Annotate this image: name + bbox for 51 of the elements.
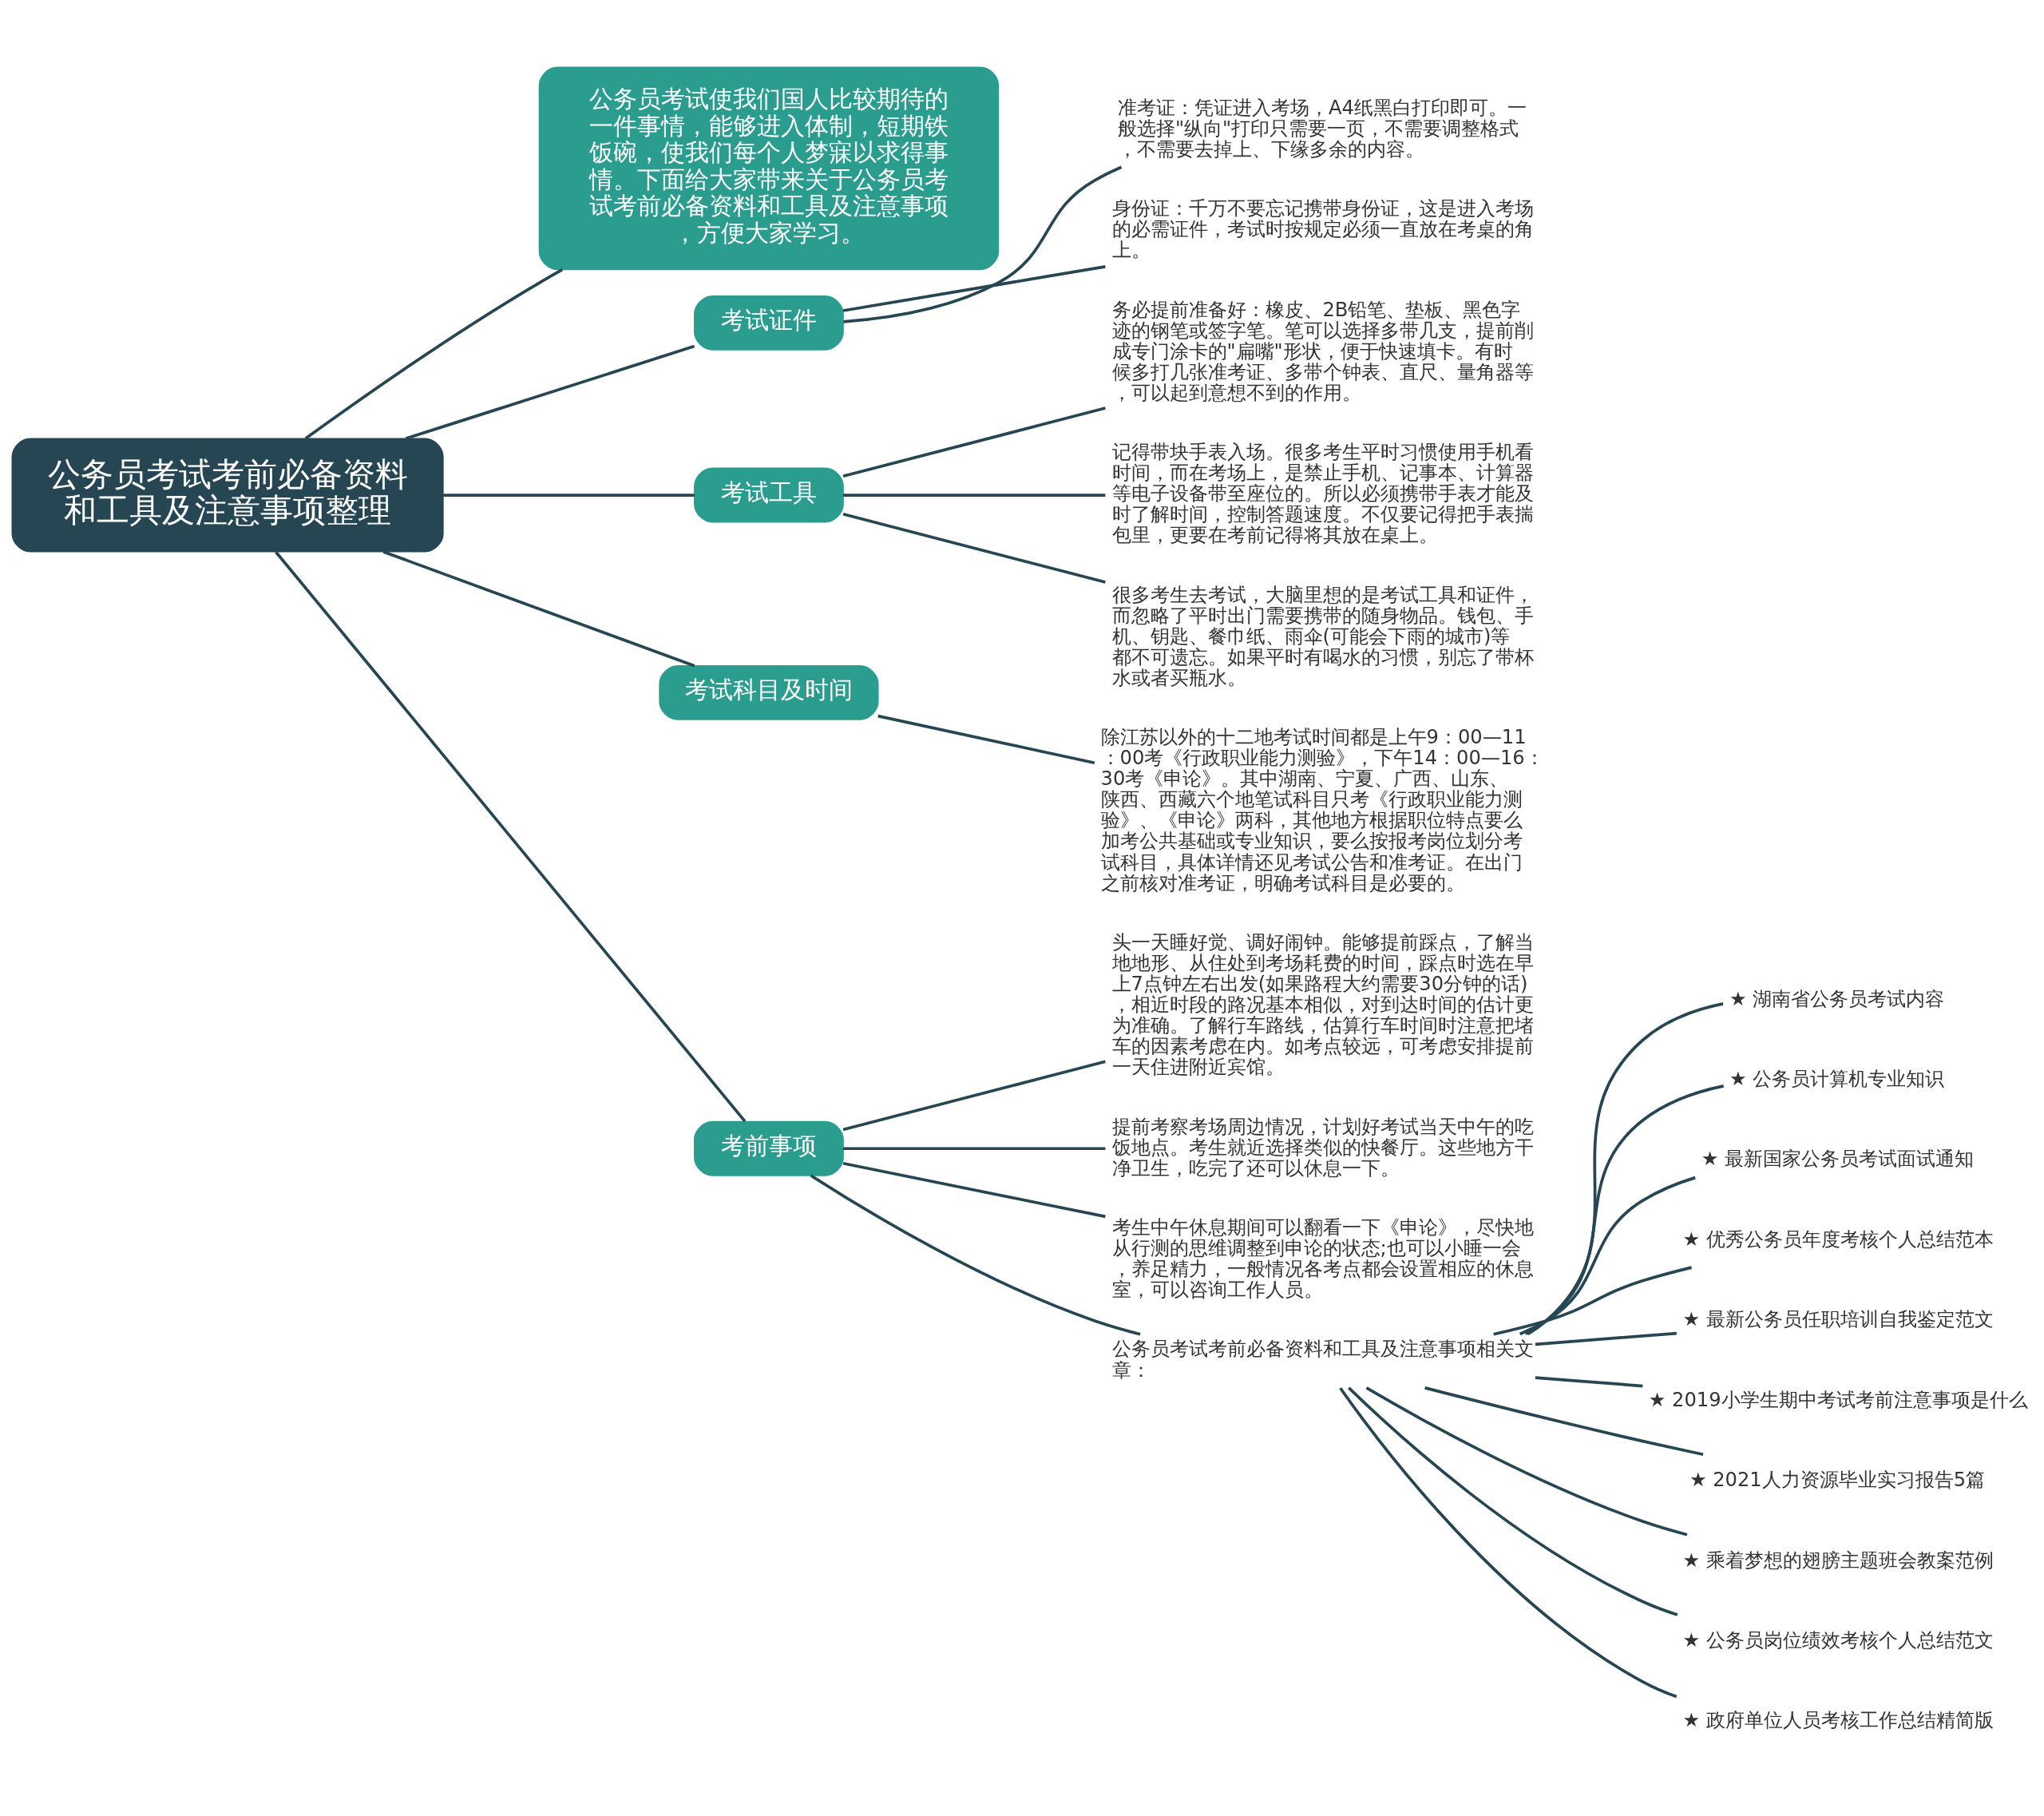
- node-text: ★ 公务员计算机专业知识: [1729, 1068, 1945, 1091]
- connector: [843, 494, 1106, 497]
- node-text: 记得带块手表入场。很多考生平时习惯使用手机看时间，而在考场上，是禁止手机、记事本、计算器等电子设备带至座位的。所以必须携带手表才能及时了解时间，控制答题速度。不仅要记得把手表揣包里，更要在考前记得将其放在桌上。: [1111, 441, 1534, 547]
- connector: [304, 268, 564, 440]
- node-text: ★ 公务员岗位绩效考核个人总结范文: [1682, 1628, 1994, 1651]
- node-box: 考前事项: [694, 1120, 844, 1176]
- connector: [1493, 1266, 1693, 1336]
- connector: [842, 1060, 1106, 1132]
- connector: [1535, 1331, 1677, 1346]
- node-text: ★ 优秀公务员年度考核个人总结范本: [1682, 1227, 1994, 1251]
- connector: [1524, 1084, 1725, 1336]
- connector: [810, 1174, 1141, 1336]
- connector: [405, 344, 695, 440]
- connector: [843, 165, 1123, 323]
- node-text: 公务员考试考前必备资料和工具及注意事项相关文章：: [1111, 1338, 1534, 1382]
- node-text: 身份证：千万不要忘记携带身份证，这是进入考场的必需证件，考试时按规定必须一直放在考桌的角上。: [1111, 197, 1534, 262]
- connector: [842, 512, 1106, 584]
- connector: [1519, 1176, 1696, 1336]
- connector: [1348, 1386, 1678, 1616]
- node-text: 头一天睡好觉、调好闹钟。能够提前踩点，了解当地地形、从住处到考场耗费的时间，踩点时选在早上7点钟左右出发(如果路程大约需要30分钟的话)，相近时段的路况基本相似，对到达时间的估计更为准确。了解行车路线，估算行车时间时注意把堵车的因素考虑在内。如考点较远，可考虑安排提前一天住进附近宾馆。: [1111, 930, 1534, 1079]
- connector: [1424, 1386, 1704, 1457]
- node-text: ★ 最新公务员任职培训自我鉴定范文: [1682, 1308, 1994, 1331]
- node-text: 很多考生去考试，大脑里想的是考试工具和证件，而忽略了平时出门需要携带的随身物品。钱包、手机、钥匙、餐巾纸、雨伞(可能会下雨的城市)等都不可遗忘。如果平时有喝水的习惯，别忘了带杯水或者买瓶水。: [1111, 583, 1534, 689]
- connector: [442, 494, 695, 497]
- node-box: 考试工具: [694, 467, 844, 523]
- connector: [1535, 1376, 1643, 1388]
- node-text: ★ 2019小学生期中考试考前注意事项是什么: [1648, 1388, 2028, 1411]
- node-text: 务必提前准备好：橡皮、2B铅笔、垫板、黑色字迹的钢笔或签字笔。笔可以选择多带几支，提前削成专门涂卡的"扁嘴"形状，便于快速填卡。有时候多打几张准考证、多带个钟表、直尺、量角器等，可以起到意想不到的作用。: [1111, 298, 1534, 404]
- node-box: 公务员考试考前必备资料和工具及注意事项整理: [11, 438, 444, 553]
- connector: [842, 1161, 1106, 1219]
- connector: [275, 551, 747, 1123]
- connector: [1339, 1387, 1678, 1699]
- connector: [842, 265, 1106, 312]
- connector: [1527, 1002, 1724, 1336]
- connector: [843, 1147, 1106, 1151]
- node-text: ★ 乘着梦想的翅膀主题班会教案范例: [1682, 1548, 1994, 1572]
- connector: [877, 714, 1095, 765]
- connector: [1365, 1386, 1688, 1536]
- node-text: 准考证：凭证进入考场，A4纸黑白打印即可。一般选择"纵向"打印只需要一页，不需要调整格式，不需要去掉上、下缘多余的内容。: [1117, 96, 1527, 161]
- node-text: ★ 2021人力资源毕业实习报告5篇: [1689, 1469, 1986, 1492]
- node-text: ★ 湖南省公务员考试内容: [1729, 987, 1945, 1010]
- node-text: 提前考察考场周边情况，计划好考试当天中午的吃饭地点。考生就近选择类似的快餐厅。这些地方干净卫生，吃完了还可以休息一下。: [1111, 1115, 1534, 1180]
- node-text: 除江苏以外的十二地考试时间都是上午9：00—11：00考《行政职业能力测验》，下午14：00—16：30考《申论》。其中湖南、宁夏、广西、山东、陕西、西藏六个地笔试科目只考《行政职业能力测验》、《申论》两科，其他地方根据职位特点要么加考公共基础或专业知识，要么按报考岗位划分考试科目，具体详情还见考试公告和准考证。在出门之前核对准考证，明确考试科目是必要的。: [1100, 726, 1544, 894]
- node-box: 考试科目及时间: [659, 664, 879, 720]
- node-text: ★ 最新国家公务员考试面试通知: [1701, 1148, 1975, 1171]
- node-box: 公务员考试使我们国人比较期待的一件事情，能够进入体制，短期铁饭碗，使我们每个人梦寐以求得事情。下面给大家带来关于公务员考试考前必备资料和工具及注意事项，方便大家学习。: [538, 66, 1000, 271]
- node-box: 考试证件: [694, 295, 844, 351]
- node-text: ★ 政府单位人员考核工作总结精简版: [1682, 1709, 1994, 1732]
- connector: [842, 406, 1106, 478]
- connector: [382, 550, 695, 668]
- node-text: 考生中午休息期间可以翻看一下《申论》，尽快地从行测的思维调整到申论的状态;也可以小睡一会，养足精力，一般情况各考点都会设置相应的休息室，可以咨询工作人员。: [1111, 1216, 1534, 1302]
